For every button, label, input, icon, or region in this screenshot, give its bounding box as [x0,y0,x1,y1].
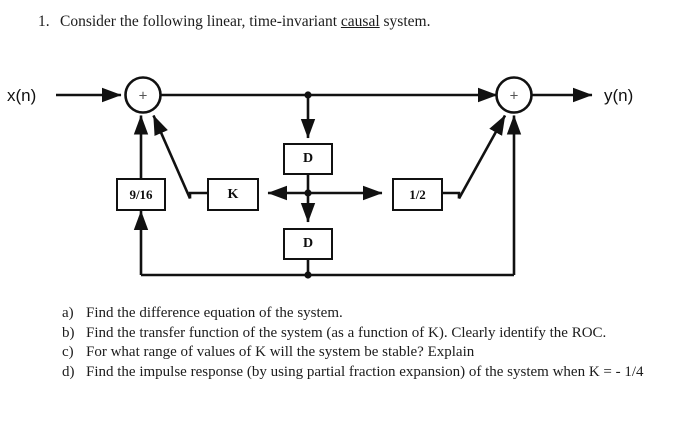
subquestion-c-mark: c) [62,344,74,360]
wire-gain-half-to-adder-right [457,114,507,200]
subquestion-d-text: Find the impulse response (by using part… [86,363,644,380]
question-number: 1. [38,13,50,30]
junction-dot-top [304,91,312,99]
question-text-after: system. [379,13,431,30]
subquestion-a: a) Find the difference equation of the s… [62,304,686,324]
block-delay-bottom: D [283,228,333,260]
question-heading: 1. Consider the following linear, time-in… [38,12,678,32]
wire-gain-k-to-adder-left [152,114,192,200]
subquestion-a-text: Find the difference equation of the syst… [86,305,343,321]
block-gain-1-2: 1/2 [392,178,443,211]
diagram-canvas: + + [56,76,593,279]
block-delay-top: D [283,143,333,175]
subquestion-c-text: For what range of values of K will the s… [86,344,475,360]
adder-right-sign: + [510,88,519,105]
question-text-before: Consider the following linear, time-inva… [60,13,341,30]
junction-dot-bottom [304,271,312,279]
output-label: y(n) [604,86,634,105]
subquestion-d-mark: d) [62,363,75,380]
subquestion-b-text: Find the transfer function of the system… [86,324,607,341]
input-label: x(n) [7,86,37,105]
junction-dot-middle [304,189,312,197]
wire-gain-k-out-stub [188,191,207,199]
subquestion-list: a) Find the difference equation of the s… [62,304,686,382]
subquestion-c: c) For what range of values of K will th… [62,343,686,363]
question-text-underlined: causal [340,13,380,30]
wire-gain-half-out-stub [443,191,461,199]
subquestion-d: d) Find the impulse response (by using p… [62,363,686,383]
block-diagram: + + x(n) y(n) 9/16 K D D 1/2 [0,58,700,298]
subquestion-a-mark: a) [62,305,74,321]
block-gain-9-16: 9/16 [116,178,166,211]
block-gain-k: K [207,178,259,211]
adder-left-sign: + [139,88,148,105]
subquestion-b: b) Find the transfer function of the sys… [62,324,686,344]
subquestion-b-mark: b) [62,324,75,341]
